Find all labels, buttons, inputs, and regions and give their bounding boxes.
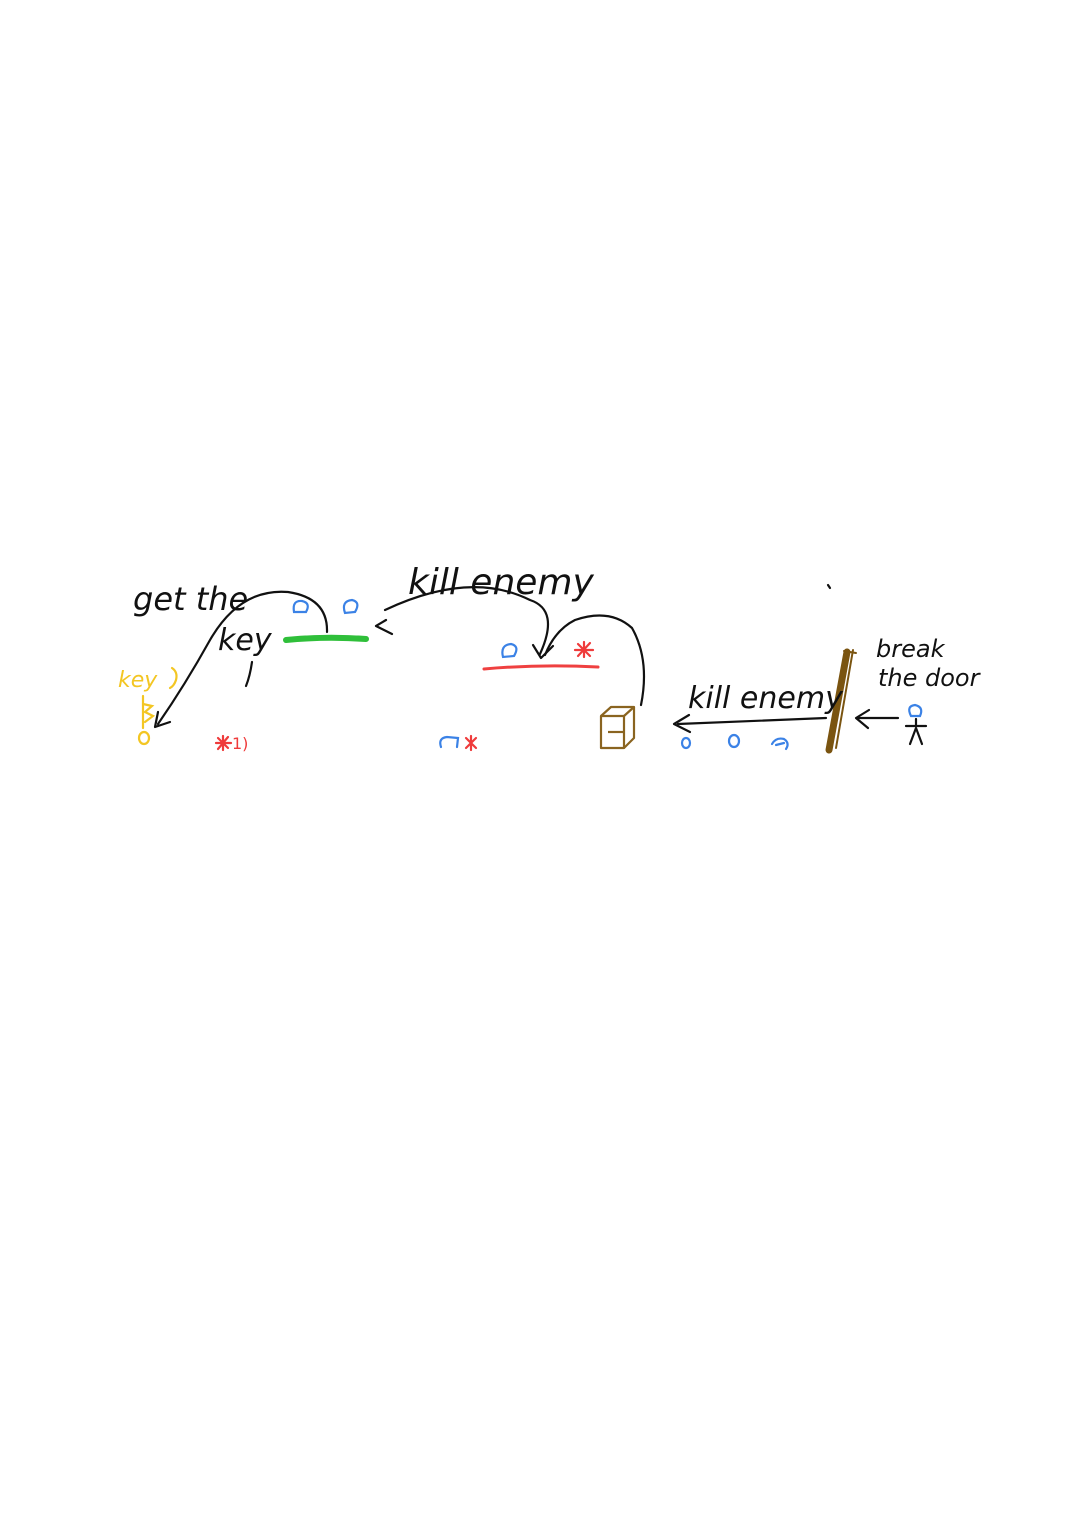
arrow-to-key (156, 590, 329, 726)
arrow-head (374, 618, 394, 636)
enemy-icon (464, 734, 478, 752)
enemy-label: 1) (232, 734, 248, 753)
arrow-to-green-platform (383, 586, 550, 656)
stick-figure-icon (904, 717, 928, 746)
player-icon (727, 733, 741, 749)
label-break: break (876, 635, 946, 663)
label-kill-enemy-bottom: kill enemy (688, 681, 844, 716)
arrow-to-red-platform (543, 614, 646, 707)
label-kill-enemy-top: kill enemy (408, 562, 594, 603)
arrow-head (531, 643, 555, 660)
label-key: key (218, 623, 273, 658)
door-icon (825, 648, 857, 754)
arrow-head (854, 708, 871, 730)
player-icon-group (292, 598, 923, 751)
player-icon (292, 599, 309, 614)
label-the-door: the door (878, 664, 982, 692)
player-icon (501, 642, 518, 659)
player-icon (770, 737, 789, 751)
ink-dot (826, 583, 832, 590)
arrow-to-crate (676, 716, 828, 726)
ink-stroke (244, 660, 254, 688)
player-icon (680, 736, 692, 750)
enemy-icon (214, 734, 233, 752)
label-get-the: get the (133, 580, 248, 618)
key-icon (137, 666, 178, 746)
green-platform (283, 634, 369, 643)
player-icon (439, 735, 460, 749)
enemy-icon (573, 640, 595, 659)
enemy-icon-group (214, 640, 595, 752)
crate-icon (599, 705, 636, 750)
player-icon (342, 598, 359, 615)
start-player-icon (908, 703, 923, 718)
key-label: key (118, 668, 158, 693)
arrow-head (672, 713, 692, 734)
red-platform (482, 664, 600, 671)
arrow-head (153, 710, 172, 729)
